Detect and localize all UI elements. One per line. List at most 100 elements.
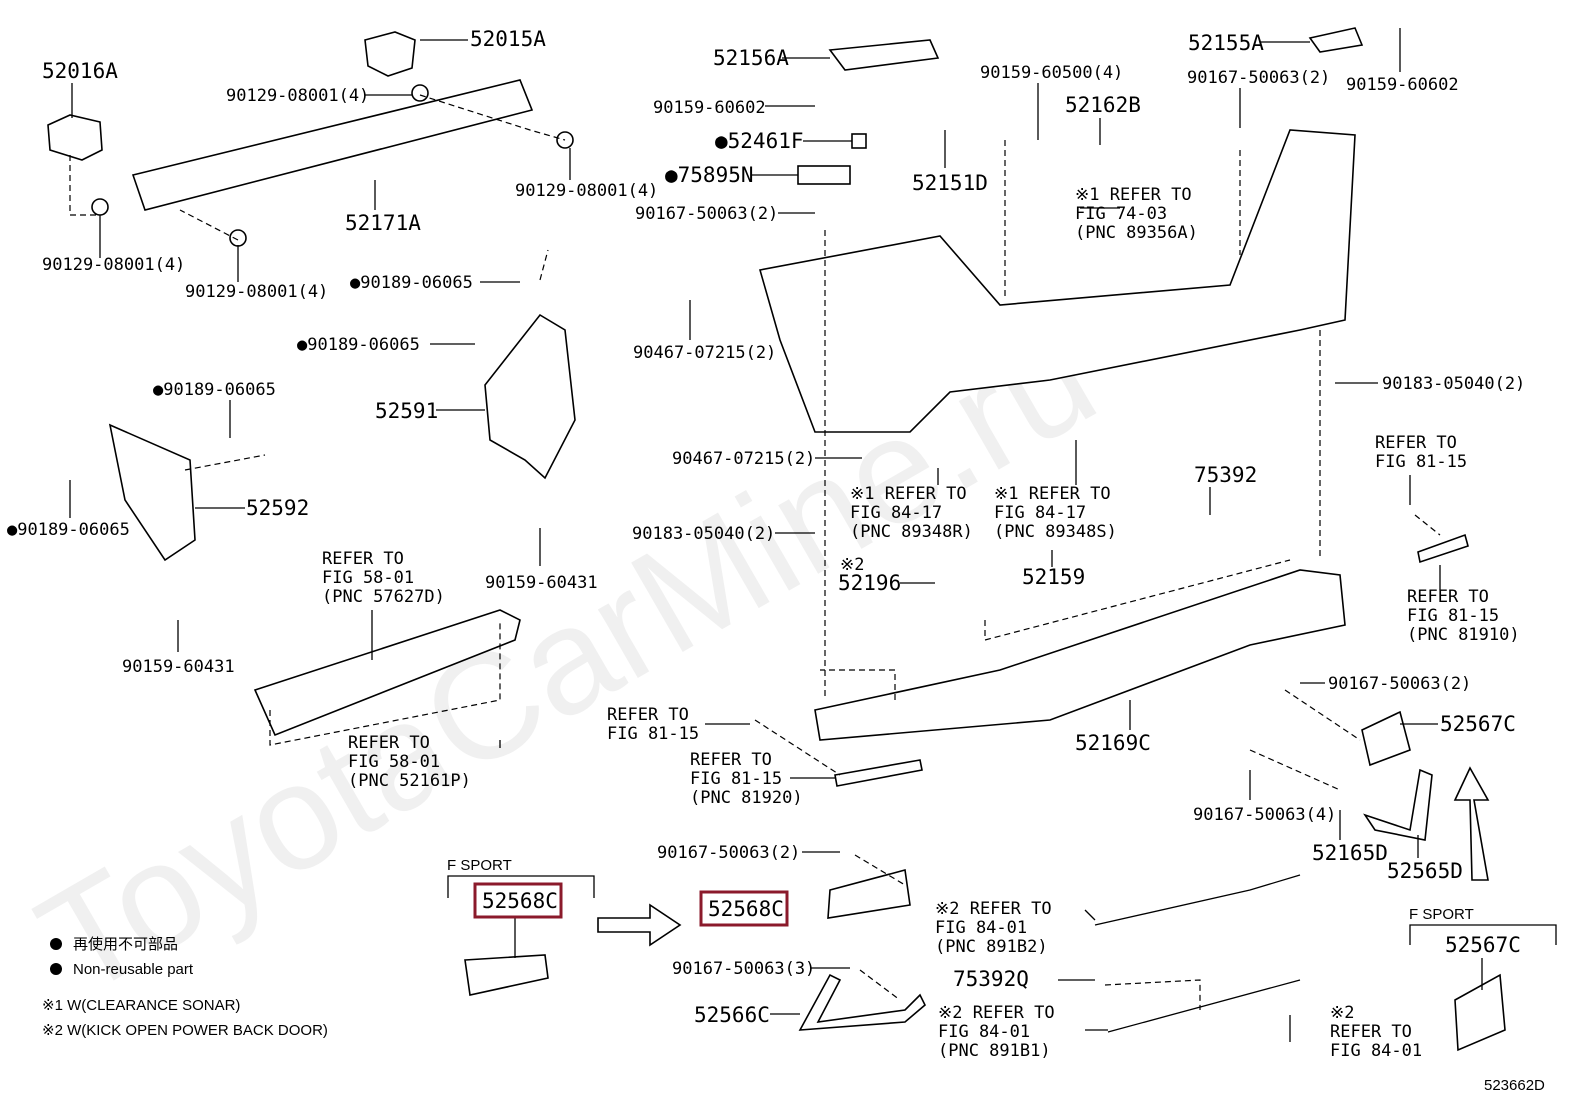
part-label[interactable]: 52567C [1445, 933, 1521, 957]
bullet-icon [50, 938, 62, 950]
part-label[interactable]: 90159-60431 [122, 657, 235, 677]
leader-lines [69, 28, 1557, 1042]
retainer-52592-shape [108, 423, 196, 562]
part-label[interactable]: 90159-60431 [485, 573, 598, 593]
part-label[interactable]: 52169C [1075, 731, 1151, 755]
retainer-52591-shape [484, 313, 576, 480]
part-label[interactable]: ●90189-06065 [297, 335, 420, 355]
part-label[interactable]: 52159 [1022, 565, 1085, 589]
part-label[interactable]: ●90189-06065 [350, 273, 473, 293]
part-label[interactable]: 52565D [1387, 859, 1463, 883]
part-52461f-shape [851, 133, 867, 149]
lower-cover-52169c-shape [814, 569, 1346, 741]
part-label[interactable]: 90129-08001(4) [226, 86, 369, 106]
part-label[interactable]: 52592 [246, 496, 309, 520]
part-label[interactable]: 90129-08001(4) [185, 282, 328, 302]
part-label[interactable]: 52171A [345, 211, 421, 235]
part-label[interactable]: 90159-60602 [653, 98, 766, 118]
part-label[interactable]: ●90189-06065 [7, 520, 130, 540]
bumper-cover-52159-shape [758, 129, 1356, 433]
legend-note-1: ※1 W(CLEARANCE SONAR) [42, 997, 240, 1014]
step-pad-shape [253, 609, 521, 737]
part-label[interactable]: 75392Q [953, 967, 1029, 991]
part-label[interactable]: 90167-50063(2) [1328, 674, 1471, 694]
highlight-box-fsport-52568c [473, 882, 563, 919]
part-label[interactable]: 52567C [1440, 712, 1516, 736]
part-label[interactable]: 52568C [708, 897, 784, 921]
part-label[interactable]: 90159-60500(4) [980, 63, 1123, 83]
part-labels: 52016A 52015A 90129-08001(4) 90129-08001… [7, 27, 1525, 1027]
part-label[interactable]: 52016A [42, 59, 118, 83]
reflector-81920-shape [834, 759, 923, 787]
part-75895n-shape [797, 165, 851, 185]
assembly-lines [69, 94, 1441, 1010]
part-label[interactable]: 52165D [1312, 841, 1388, 865]
ref-callout[interactable]: ※2 [840, 555, 864, 575]
fsport-label: F SPORT [1409, 906, 1474, 923]
part-label[interactable]: 52156A [713, 46, 789, 70]
part-label[interactable]: 90467-07215(2) [633, 343, 776, 363]
part-label[interactable]: 52151D [912, 171, 988, 195]
part-label[interactable]: 90467-07215(2) [672, 449, 815, 469]
retainer-52155a-shape [1308, 27, 1364, 53]
part-label[interactable]: 75392 [1194, 463, 1257, 487]
part-label[interactable]: 90183-05040(2) [632, 524, 775, 544]
part-label[interactable]: 52162B [1065, 93, 1141, 117]
part-label[interactable]: 90167-50063(2) [1187, 68, 1330, 88]
part-label[interactable]: ●90189-06065 [153, 380, 276, 400]
part-label[interactable]: 90129-08001(4) [42, 255, 185, 275]
part-label[interactable]: 90167-50063(2) [657, 843, 800, 863]
part-label[interactable]: ●52461F [715, 129, 804, 153]
wire-891b2-shape [1094, 874, 1301, 926]
reflector-81910-shape [1417, 533, 1469, 564]
part-label[interactable]: 52591 [375, 399, 438, 423]
grille-52568c-shape [827, 868, 911, 919]
arrow-right-shape [597, 903, 682, 947]
arrow-up-shape [1453, 766, 1490, 881]
retainer-52156a-shape [828, 39, 940, 71]
part-label[interactable]: 90129-08001(4) [515, 181, 658, 201]
part-label[interactable]: 52568C [482, 889, 558, 913]
part-label[interactable]: 52566C [694, 1003, 770, 1027]
bracket-52016a-shape [47, 114, 103, 161]
bolt-shape [411, 84, 429, 102]
part-shapes [47, 27, 1506, 1052]
legend-non-reusable-jp: 再使用不可部品 [73, 936, 178, 953]
part-label[interactable]: 90159-60602 [1346, 75, 1459, 95]
part-label[interactable]: 90167-50063(2) [635, 204, 778, 224]
bolt-shape [91, 198, 109, 216]
grille-52567c-shape [1361, 710, 1411, 767]
part-label[interactable]: 90183-05040(2) [1382, 374, 1525, 394]
part-label[interactable]: 52196 [838, 571, 901, 595]
part-label[interactable]: 52155A [1188, 31, 1264, 55]
part-label[interactable]: 52015A [470, 27, 546, 51]
part-label[interactable]: 90167-50063(4) [1193, 805, 1336, 825]
part-label[interactable]: 90167-50063(3) [672, 959, 815, 979]
bullet-icon [50, 963, 62, 975]
grille-fsport-left-shape [464, 954, 549, 996]
part-label[interactable]: ●75895N [665, 163, 754, 187]
